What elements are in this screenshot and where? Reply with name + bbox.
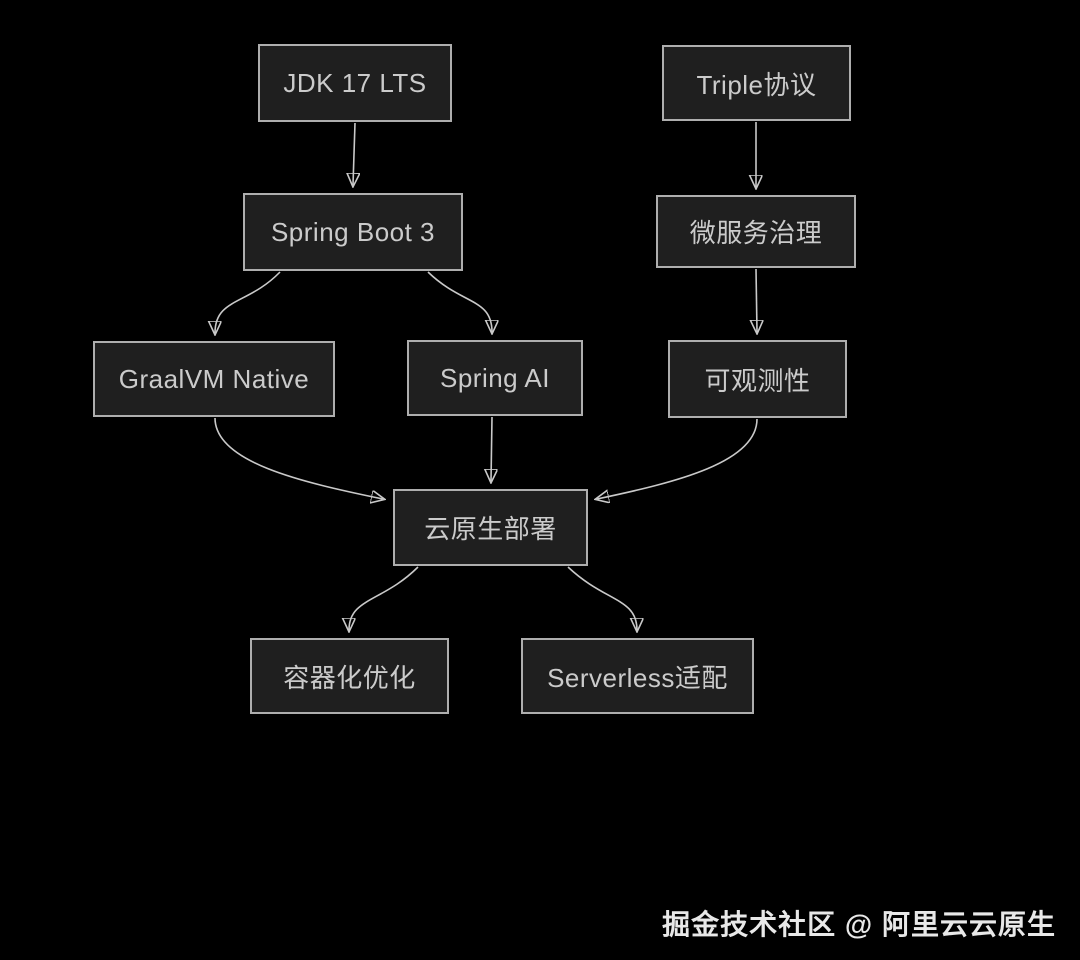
node-container-optimization: 容器化优化 [250,638,449,714]
node-jdk-17-lts: JDK 17 LTS [258,44,452,122]
node-label: GraalVM Native [118,363,310,394]
node-observability: 可观测性 [668,340,847,418]
node-label: 可观测性 [704,365,811,396]
node-label: Serverless适配 [547,662,728,693]
edge-graalvm-to-cloudnative [214,417,383,499]
watermark-text: 掘金技术社区 @ 阿里云云原生 [662,909,1056,940]
node-triple-protocol: Triple协议 [662,45,851,121]
edge-jdk17-to-springboot3 [353,122,355,185]
node-microservice-governance: 微服务治理 [656,195,856,268]
node-label: 云原生部署 [424,514,557,544]
node-graalvm-native: GraalVM Native [93,341,335,417]
edge-cloudnative-to-container [349,566,419,630]
edge-springai-to-cloudnative [491,416,492,481]
node-label: 微服务治理 [689,218,823,248]
edge-springboot3-to-springai [427,271,492,332]
node-label: Spring AI [439,362,550,393]
node-spring-boot-3: Spring Boot 3 [243,193,463,271]
node-cloud-native-deployment: 云原生部署 [393,489,588,566]
edge-cloudnative-to-serverless [567,566,637,630]
node-label: Triple协议 [696,69,817,100]
node-spring-ai: Spring AI [407,340,583,416]
edge-springboot3-to-graalvm [215,271,281,333]
node-label: JDK 17 LTS [283,67,427,98]
node-label: 容器化优化 [283,662,416,693]
edge-microservice-to-observability [756,268,757,332]
edge-observability-to-cloudnative [597,418,758,499]
node-label: Spring Boot 3 [270,216,436,247]
node-serverless-adaptation: Serverless适配 [521,638,754,714]
